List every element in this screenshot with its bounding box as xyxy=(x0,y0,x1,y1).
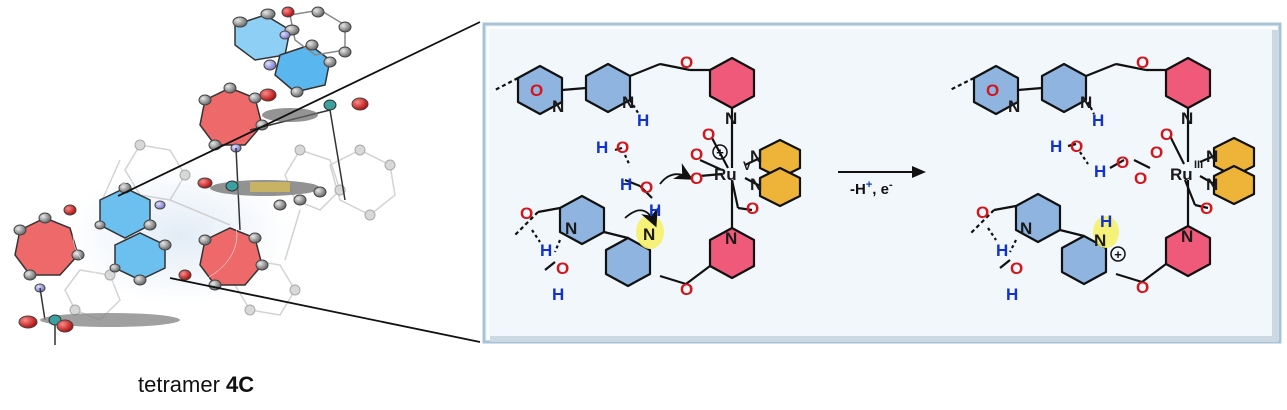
atom-o: O xyxy=(976,203,989,222)
product-complex xyxy=(949,56,1256,286)
atom-n: N xyxy=(643,225,655,244)
reactant-complex xyxy=(494,56,802,288)
atom-n: N xyxy=(1206,175,1218,194)
atom-o: O xyxy=(1136,278,1149,297)
charge-plus: + xyxy=(1114,247,1122,262)
atom-o: O xyxy=(520,204,533,223)
atom-n: N xyxy=(750,175,762,194)
atom-o: O xyxy=(746,199,759,218)
atom-h: H xyxy=(1100,212,1112,231)
caption-compound-id: 4C xyxy=(226,372,255,397)
atom-n: N xyxy=(1080,93,1092,112)
charge-circle-icon: + xyxy=(712,144,728,160)
atom-o: O xyxy=(640,178,653,197)
atom-h: H xyxy=(1006,285,1018,304)
atom-ru: Ru xyxy=(714,165,737,184)
atom-n: N xyxy=(622,93,634,112)
atom-n: N xyxy=(1206,147,1218,166)
atom-o: O xyxy=(1160,125,1173,144)
atom-o: O xyxy=(680,280,693,299)
atom-n: N xyxy=(725,229,737,248)
atom-o: O xyxy=(616,138,629,157)
reaction-arrow-icon xyxy=(838,166,926,178)
atom-o: O xyxy=(530,81,543,100)
atom-h: H xyxy=(1094,162,1106,181)
atom-h: H xyxy=(540,241,552,260)
atom-n: N xyxy=(1008,97,1020,116)
atom-o: O xyxy=(1134,169,1147,188)
atom-h: H xyxy=(1092,111,1104,130)
reactant-labels: O N N O H H O H O H N N O O O Ru V N N O… xyxy=(520,53,762,304)
atom-o: O xyxy=(702,125,715,144)
atom-n: N xyxy=(1181,227,1193,246)
atom-h: H xyxy=(620,175,632,194)
atom-h: H xyxy=(596,138,608,157)
atom-ru: Ru xyxy=(1170,165,1193,184)
figure-caption: tetramer 4C xyxy=(138,372,254,398)
atom-o: O xyxy=(680,53,693,72)
atom-h: H xyxy=(552,285,564,304)
atom-n: N xyxy=(750,147,762,166)
atom-o: O xyxy=(1150,143,1163,162)
atom-h: H xyxy=(1050,137,1062,156)
arrow-label: -H+, e- xyxy=(850,179,893,198)
curved-electron-arrow-icon xyxy=(624,163,694,228)
atom-o: O xyxy=(1070,137,1083,156)
atom-o: O xyxy=(1200,199,1213,218)
crystal-structure xyxy=(13,6,396,345)
atom-o: O xyxy=(690,169,703,188)
atom-h: H xyxy=(996,241,1008,260)
atom-o: O xyxy=(1136,53,1149,72)
atom-h: H xyxy=(649,201,661,220)
atom-h: H xyxy=(637,111,649,130)
atom-n: N xyxy=(1020,219,1032,238)
oxidation-state-iii: III xyxy=(1194,159,1203,171)
atom-o: O xyxy=(986,81,999,100)
atom-n: N xyxy=(725,109,737,128)
charge-plus: + xyxy=(716,145,724,160)
product-labels: O N N O H H O H O O N O O Ru III N N O N… xyxy=(976,53,1218,304)
atom-n: N xyxy=(552,97,564,116)
atom-n: N xyxy=(1181,109,1193,128)
atom-n: N xyxy=(1094,231,1106,250)
charge-circle-icon: + xyxy=(1110,246,1126,262)
proton-highlight xyxy=(1093,216,1119,248)
atom-o: O xyxy=(1116,153,1129,172)
oxidation-state-v: V xyxy=(743,159,751,173)
atom-o: O xyxy=(556,259,569,278)
atom-o: O xyxy=(1010,259,1023,278)
atom-n: N xyxy=(565,219,577,238)
zoom-callout-lines-icon xyxy=(72,21,481,343)
caption-text: tetramer xyxy=(138,372,227,397)
atom-o: O xyxy=(690,145,703,164)
